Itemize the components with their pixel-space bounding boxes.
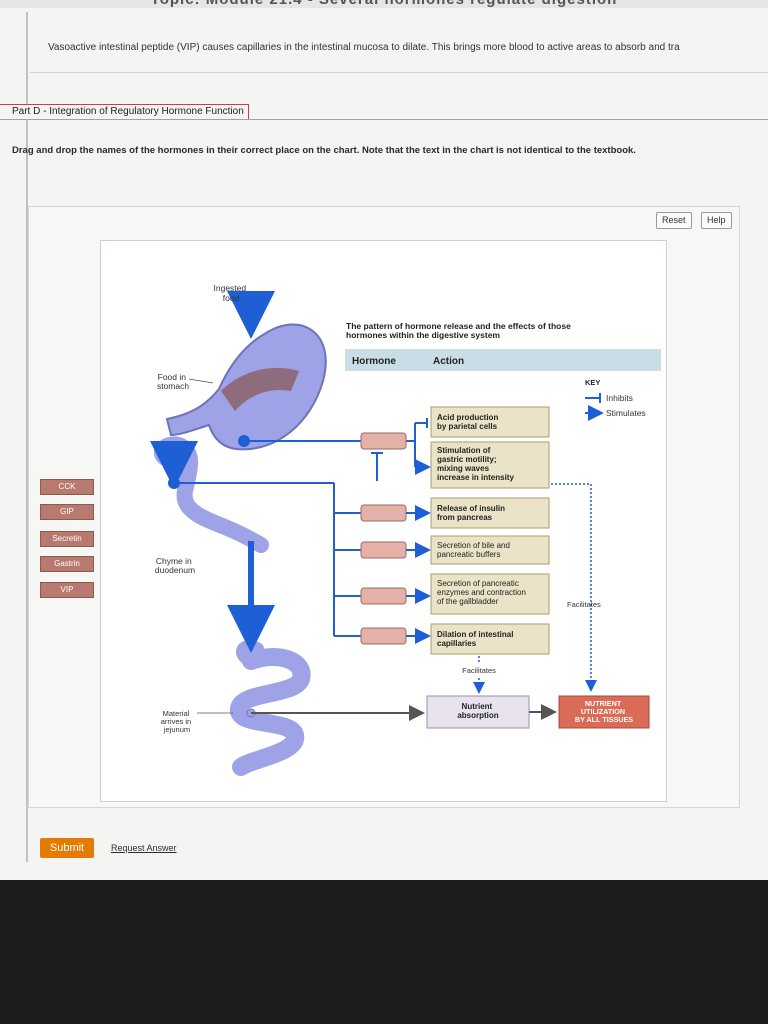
drop-target-2[interactable] <box>360 504 407 522</box>
diagram-canvas: Ingested food Food in stomach Chyme in d… <box>150 283 661 776</box>
top-bar: Topic: Module 21.4 - Several hormones re… <box>0 0 768 8</box>
chart-title: The pattern of hormone release and the e… <box>346 321 573 340</box>
action-box <box>430 497 550 529</box>
col-hormone: Hormone <box>352 356 396 367</box>
nutrient-utilization-text: NUTRIENT UTILIZATION BY ALL TISSUES <box>575 699 633 724</box>
part-title: Part D - Integration of Regulatory Hormo… <box>0 104 249 120</box>
page-title: Topic: Module 21.4 - Several hormones re… <box>0 0 768 8</box>
ingested-label: Ingested food <box>214 283 249 303</box>
reset-button[interactable]: Reset <box>656 212 692 229</box>
food-in-stomach-label: Food in stomach <box>157 372 189 391</box>
action-text: Acid production by parietal cells <box>437 413 501 431</box>
action-text: Dilation of intestinal capillaries <box>437 630 516 648</box>
material-label: Material arrives in jejunum <box>161 709 194 734</box>
hormone-diagram: Ingested food Food in stomach Chyme in d… <box>100 240 667 802</box>
intro-text: Vasoactive intestinal peptide (VIP) caus… <box>48 42 680 53</box>
chart-header-row <box>345 349 661 371</box>
screen: Topic: Module 21.4 - Several hormones re… <box>0 0 768 880</box>
action-box <box>430 441 550 489</box>
key-stimulates: Stimulates <box>606 408 646 418</box>
token-vip[interactable]: VIP <box>40 582 94 598</box>
divider <box>30 72 768 73</box>
action-text: Secretion of pancreatic enzymes and cont… <box>437 579 528 606</box>
token-gip[interactable]: GIP <box>40 504 94 520</box>
divider <box>0 119 768 120</box>
frame-line <box>26 12 28 862</box>
stomach-lining <box>221 367 299 411</box>
drop-target-4[interactable] <box>360 587 407 605</box>
token-gastrin[interactable]: Gastrin <box>40 556 94 572</box>
token-secretin[interactable]: Secretin <box>40 531 94 547</box>
action-box <box>430 406 550 438</box>
drop-target-5[interactable] <box>360 627 407 645</box>
jejunum <box>230 648 311 776</box>
drop-target-1[interactable] <box>360 432 407 450</box>
nutrient-utilization-box <box>558 695 650 729</box>
facilitates-right: Facilitates <box>567 600 601 609</box>
token-cck[interactable]: CCK <box>40 479 94 495</box>
action-box <box>430 573 550 615</box>
action-box <box>430 535 550 565</box>
col-action: Action <box>433 356 464 367</box>
nutrient-absorption-text: Nutrient absorption <box>457 702 498 720</box>
action-text: Release of insulin from pancreas <box>437 504 507 522</box>
nutrient-absorption-box <box>426 695 530 729</box>
submit-button[interactable]: Submit <box>40 838 94 858</box>
chyme-label: Chyme in duodenum <box>155 556 195 575</box>
action-box <box>430 623 550 655</box>
help-button[interactable]: Help <box>701 212 732 229</box>
action-text: Secretion of bile and pancreatic buffers <box>437 541 512 559</box>
facilitates-bottom: Facilitates <box>462 666 496 675</box>
request-answer-link[interactable]: Request Answer <box>111 843 177 853</box>
key-inhibits: Inhibits <box>606 393 633 403</box>
action-text: Stimulation of gastric motility; mixing … <box>437 446 514 482</box>
key-title: KEY <box>585 378 600 387</box>
drop-target-3[interactable] <box>360 541 407 559</box>
instructions: Drag and drop the names of the hormones … <box>12 145 636 156</box>
